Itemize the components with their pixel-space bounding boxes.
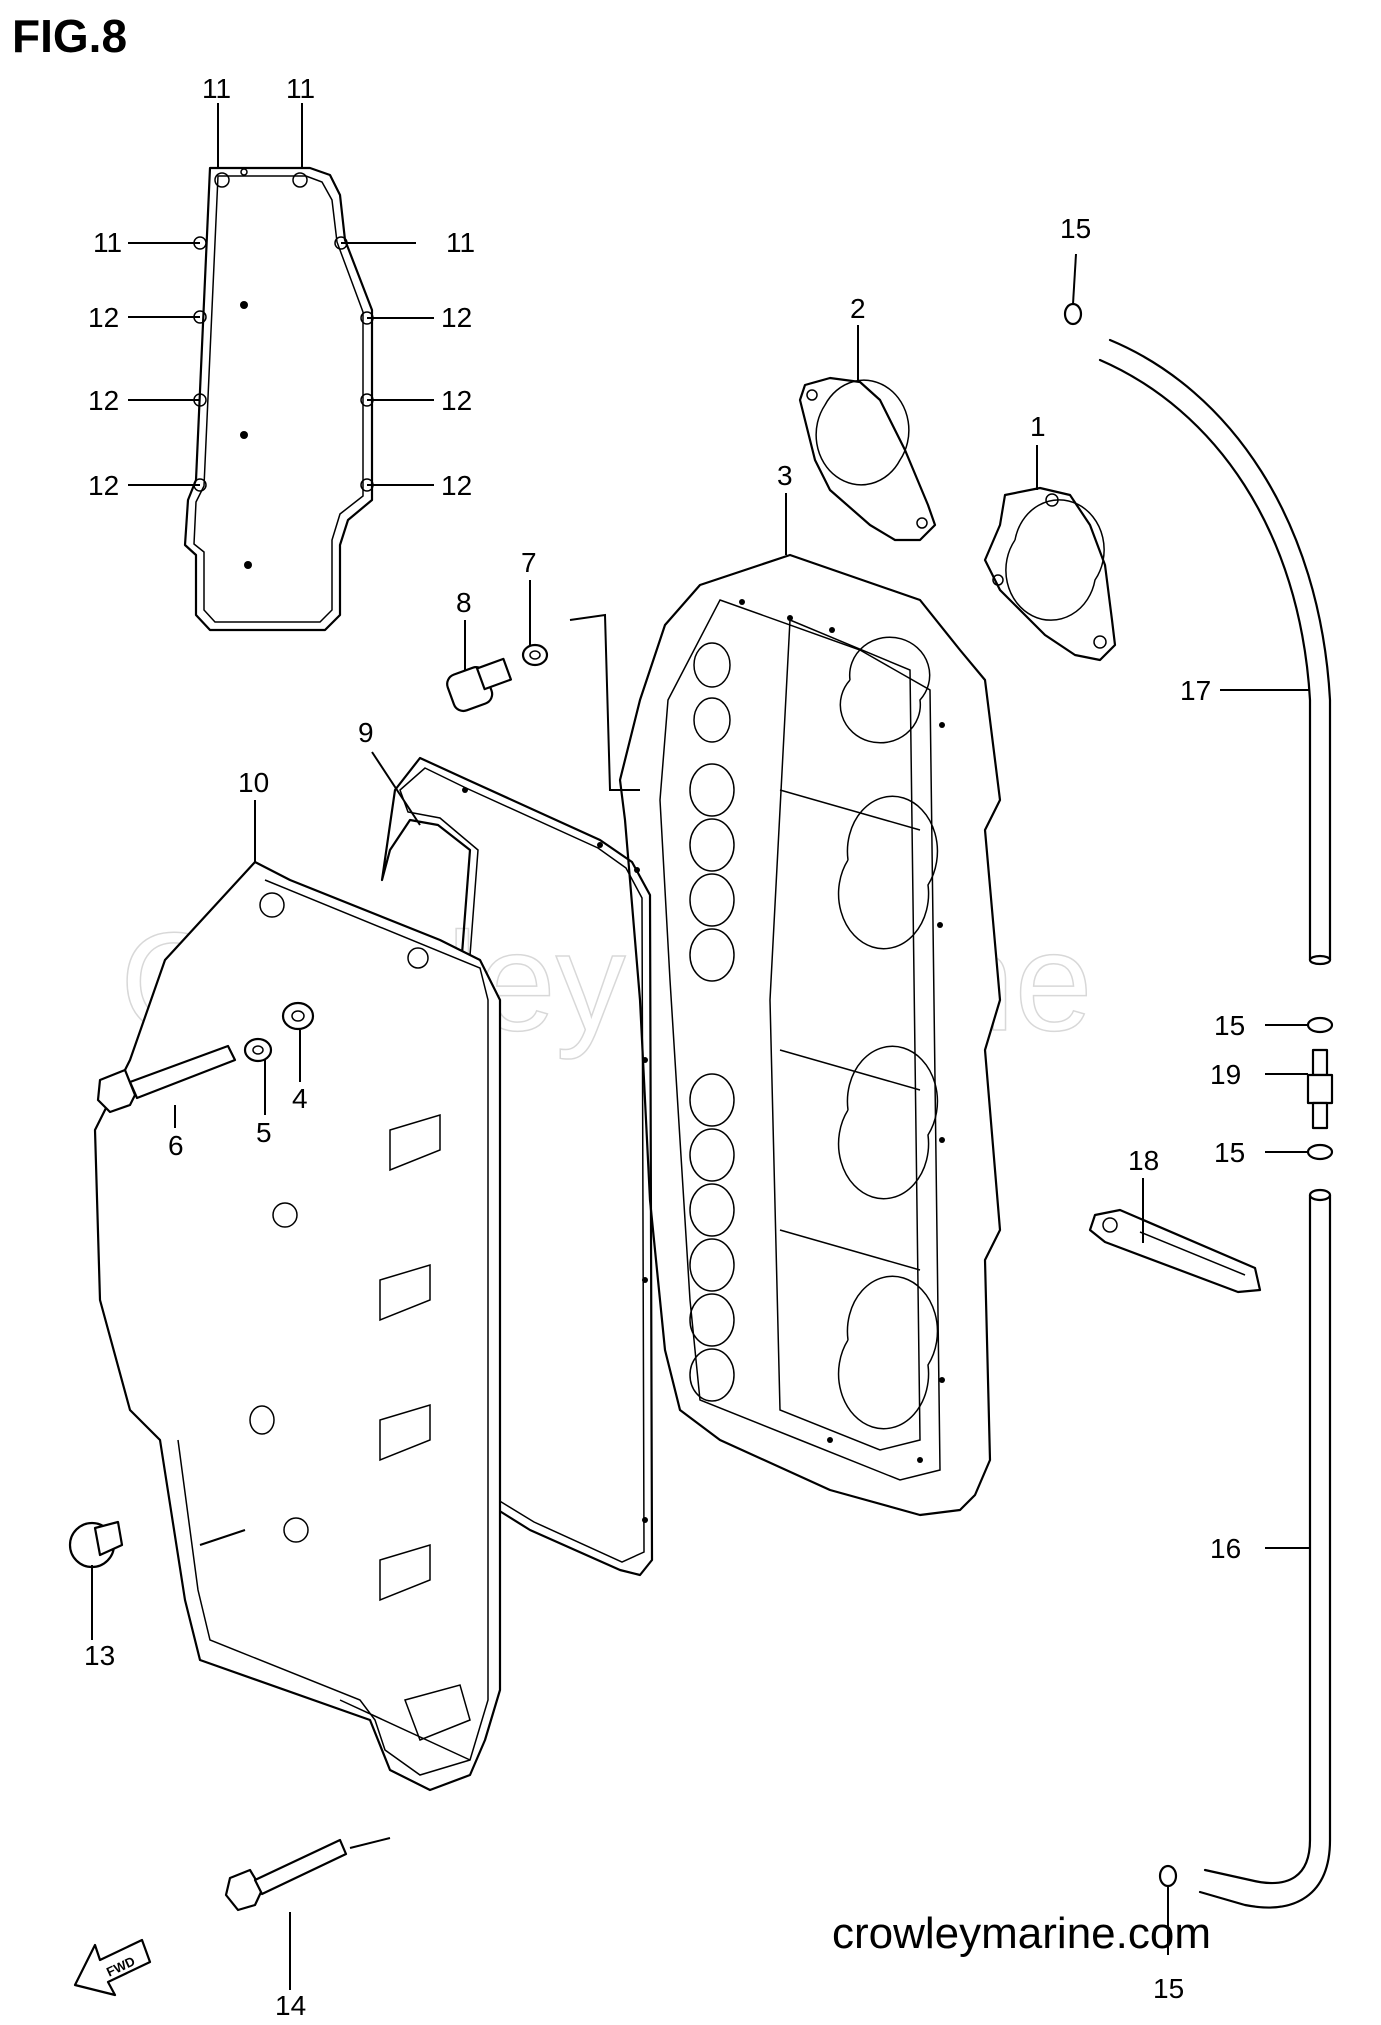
callout-12: 12 [88,385,119,416]
cover-gasket-part [183,166,374,632]
washer-4-part [281,1001,315,1031]
washer-5-part [243,1037,273,1063]
callout-12: 12 [441,385,472,416]
callout-6: 6 [168,1130,184,1161]
bolt-14-part [224,1838,348,1912]
fwd-arrow-icon: FWD [73,1938,152,1997]
site-credit: crowleymarine.com [832,1909,1211,1958]
callout-17: 17 [1180,675,1211,706]
callout-1: 1 [1030,411,1046,442]
callout-8: 8 [456,587,472,618]
callout-11: 11 [286,73,315,104]
callout-12: 12 [88,470,119,501]
callout-2: 2 [850,293,866,324]
callout-12: 12 [441,470,472,501]
plug-13-part [68,1520,124,1569]
callout-9: 9 [358,717,374,748]
clip-15-mid-b [1306,1143,1334,1161]
clip-15-mid-a [1306,1016,1334,1034]
callout-11: 11 [93,227,122,258]
callout-15: 15 [1214,1010,1245,1041]
hose-16-part [1198,1188,1332,1909]
gasket-2-part [798,376,937,542]
leader-lines [91,103,1310,1990]
callout-5: 5 [256,1117,272,1148]
callout-11: 11 [446,227,475,258]
bolt-6-part [96,1044,237,1114]
callout-12: 12 [441,302,472,333]
clip-15-top [1063,302,1083,326]
callout-labels: 11 11 11 11 12 12 12 12 12 12 2 1 3 15 1… [84,73,1245,2021]
callout-4: 4 [292,1083,308,1114]
exhaust-cover-part [618,553,1002,1517]
callout-3: 3 [777,460,793,491]
gasket-1-part [983,486,1117,662]
callout-14: 14 [275,1990,306,2021]
callout-15: 15 [1214,1137,1245,1168]
figure-title: FIG.8 [12,10,127,62]
inner-cover-part [93,860,502,1792]
hose-17-part [1098,338,1332,966]
callout-11: 11 [202,73,231,104]
washer-7-part [521,643,549,667]
callout-18: 18 [1128,1145,1159,1176]
connector-19-part [1306,1048,1334,1130]
bracket-18-part [1088,1208,1262,1294]
bolt-8-part [446,657,513,713]
callout-19: 19 [1210,1059,1241,1090]
callout-15: 15 [1060,213,1091,244]
callout-12: 12 [88,302,119,333]
callout-16: 16 [1210,1533,1241,1564]
callout-10: 10 [238,767,269,798]
callout-7: 7 [521,547,537,578]
callout-13: 13 [84,1640,115,1671]
callout-15: 15 [1153,1973,1184,2004]
clip-15-bottom [1158,1864,1178,1888]
